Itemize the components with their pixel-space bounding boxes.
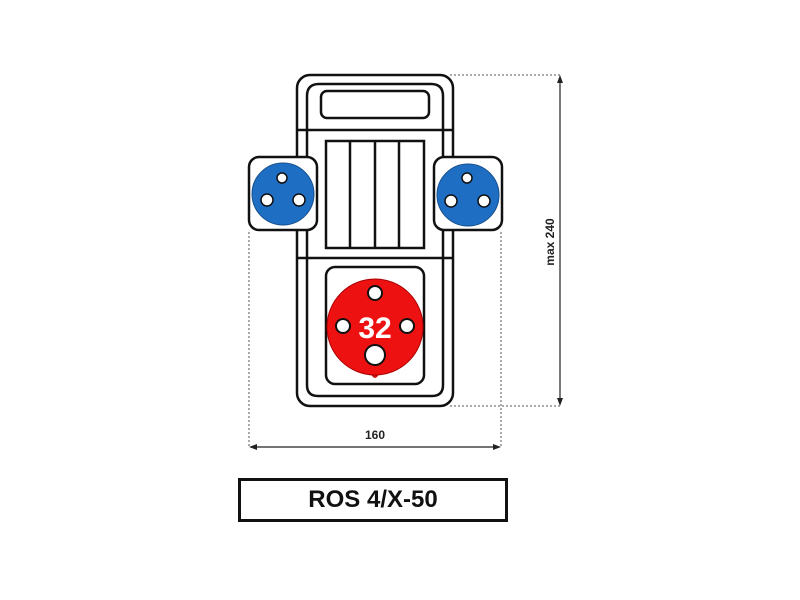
height-dimension: max 240: [543, 75, 563, 406]
pin-icon: [364, 344, 386, 366]
housing-lid: [305, 82, 445, 130]
lower-frame: [305, 258, 445, 398]
dimension-extension-lines: [248, 74, 560, 448]
socket-right: [432, 155, 504, 232]
socket-32a: 32: [326, 278, 424, 378]
height-dimension-label: max 240: [543, 218, 557, 266]
pin-icon: [292, 193, 306, 207]
socket-rating-label: 32: [358, 312, 391, 345]
breaker-slots: [324, 139, 426, 250]
pin-icon: [335, 318, 351, 334]
pin-icon: [276, 172, 288, 184]
pin-icon: [399, 318, 415, 334]
model-label-box: ROS 4/X-50: [238, 478, 508, 522]
pin-icon: [461, 172, 473, 184]
pin-icon: [477, 194, 491, 208]
model-label: ROS 4/X-50: [308, 486, 438, 513]
width-dimension-label: 160: [365, 428, 385, 442]
pin-icon: [260, 193, 274, 207]
top-window: [319, 89, 431, 120]
socket-left: [247, 155, 319, 232]
pin-icon: [367, 285, 383, 301]
pin-icon: [444, 194, 458, 208]
width-dimension: 160: [249, 428, 501, 450]
